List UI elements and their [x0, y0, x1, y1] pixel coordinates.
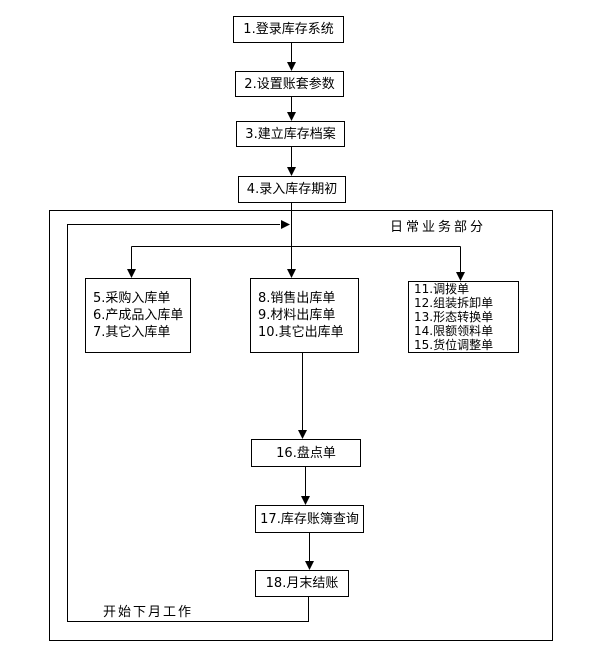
node-line: 9.材料出库单 — [258, 308, 336, 323]
arrowhead-down-icon — [127, 269, 136, 278]
node-line: 10.其它出库单 — [258, 325, 344, 340]
node-label: 2.设置账套参数 — [244, 76, 335, 92]
node-line: 14.限额领料单 — [414, 324, 494, 338]
node-inbound-orders: 5.采购入库单 6.产成品入库单 7.其它入库单 — [85, 278, 191, 353]
arrowhead-down-icon — [456, 272, 465, 281]
arrowhead-down-icon — [287, 269, 296, 278]
arrowhead-down-icon — [301, 496, 310, 505]
node-label: 4.录入库存期初 — [246, 182, 338, 197]
arrowhead-down-icon — [287, 62, 296, 71]
daily-business-section-box — [49, 210, 553, 641]
node-line: 15.货位调整单 — [414, 338, 494, 352]
node-line: 13.形态转换单 — [414, 310, 494, 324]
next-month-loop-label: 开始下月工作 — [103, 605, 194, 620]
node-line: 11.调拨单 — [414, 282, 470, 296]
node-label: 3.建立库存档案 — [245, 126, 336, 142]
arrowhead-down-icon — [287, 167, 296, 176]
node-set-account-params: 2.设置账套参数 — [235, 71, 344, 97]
node-line: 12.组装拆卸单 — [414, 296, 494, 310]
node-stocktake-sheet: 16.盘点单 — [251, 439, 361, 467]
arrowhead-right-icon — [281, 220, 290, 229]
daily-business-section-label: 日常业务部分 — [390, 220, 487, 235]
node-enter-opening-balance: 4.录入库存期初 — [238, 176, 346, 203]
node-month-end-closing: 18.月末结账 — [255, 570, 349, 597]
arrowhead-down-icon — [287, 112, 296, 121]
node-line: 7.其它入库单 — [93, 325, 171, 340]
node-label: 1.登录库存系统 — [243, 22, 334, 37]
node-login-inventory-system: 1.登录库存系统 — [233, 16, 344, 43]
node-inventory-ledger-query: 17.库存账簿查询 — [255, 505, 364, 533]
node-outbound-orders: 8.销售出库单 9.材料出库单 10.其它出库单 — [250, 278, 359, 353]
connector-next-month-loop — [67, 224, 309, 622]
node-label: 16.盘点单 — [276, 445, 336, 461]
node-label: 18.月末结账 — [265, 576, 339, 591]
node-line: 8.销售出库单 — [258, 291, 336, 306]
arrowhead-down-icon — [298, 430, 307, 439]
node-create-inventory-archive: 3.建立库存档案 — [236, 121, 345, 147]
node-other-documents: 11.调拨单 12.组装拆卸单 13.形态转换单 14.限额领料单 15.货位调… — [408, 281, 519, 353]
node-label: 17.库存账簿查询 — [260, 511, 359, 527]
arrowhead-down-icon — [305, 561, 314, 570]
node-line: 5.采购入库单 — [93, 291, 171, 306]
node-line: 6.产成品入库单 — [93, 308, 184, 323]
